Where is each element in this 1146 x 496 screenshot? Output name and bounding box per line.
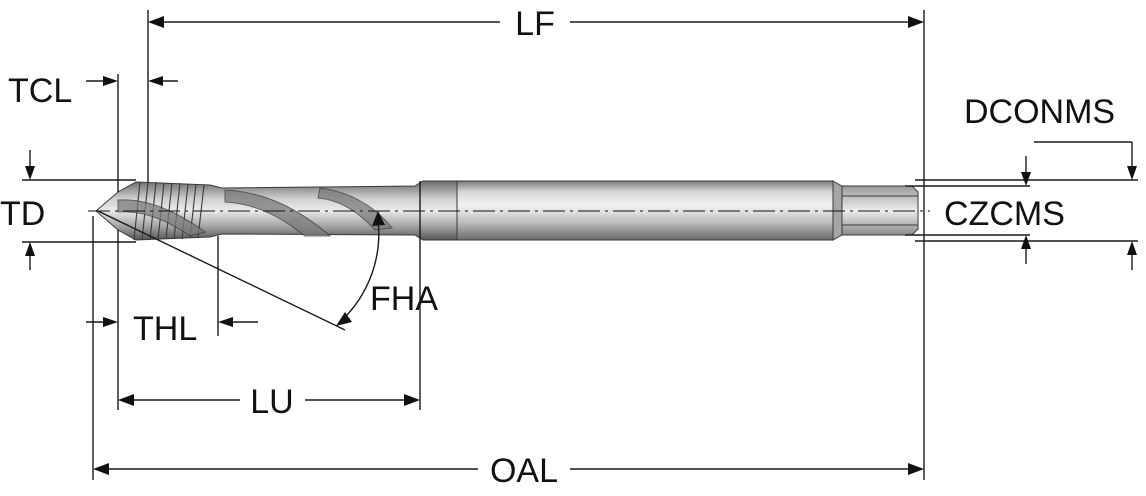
czcms-dimension: CZCMS — [944, 156, 1065, 264]
tcl-dimension: TCL — [8, 72, 178, 110]
tcl-label: TCL — [8, 72, 72, 110]
lu-label: LU — [250, 383, 293, 421]
td-dimension: TD — [0, 150, 45, 270]
oal-dimension: OAL — [93, 452, 924, 490]
thl-label: THL — [133, 310, 197, 348]
extension-lines — [22, 10, 1138, 480]
helical-flutes — [117, 187, 393, 237]
oal-label: OAL — [490, 452, 558, 490]
fha-dimension: FHA — [336, 211, 438, 326]
lu-dimension: LU — [118, 383, 420, 421]
lf-label: LF — [515, 5, 555, 43]
fha-label: FHA — [370, 280, 438, 318]
td-label: TD — [0, 195, 45, 233]
lf-dimension: LF — [148, 5, 924, 43]
dconms-dimension: DCONMS — [964, 93, 1137, 270]
thl-dimension: THL — [86, 310, 258, 348]
dconms-label: DCONMS — [964, 93, 1115, 131]
czcms-label: CZCMS — [944, 195, 1065, 233]
